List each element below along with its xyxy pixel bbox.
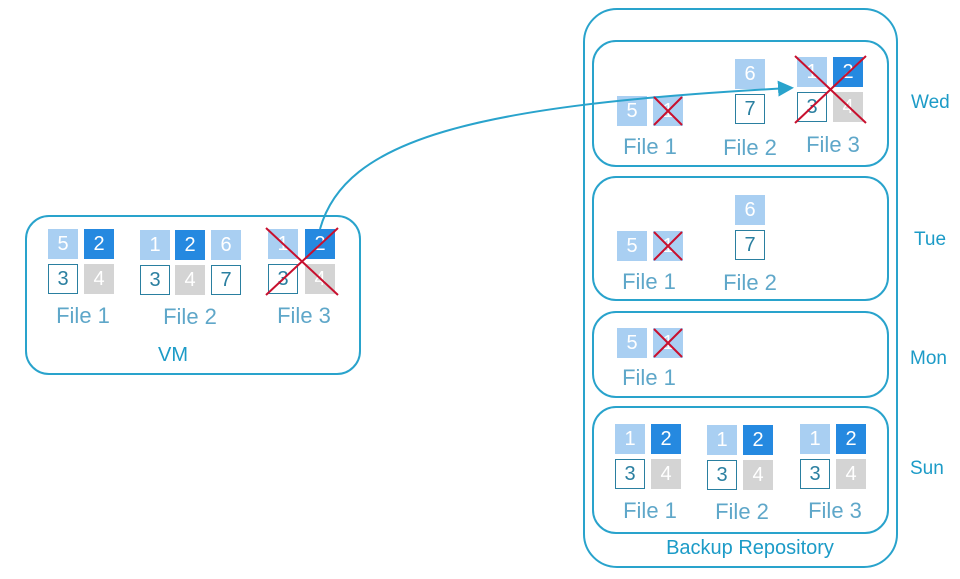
block: 3	[800, 459, 830, 489]
block: 6	[211, 230, 241, 260]
file-label: File 3	[277, 303, 331, 328]
block: 2	[743, 425, 773, 455]
block: 1	[653, 231, 683, 261]
block: 7	[735, 94, 765, 124]
block: 1	[653, 96, 683, 126]
day-box-mon	[592, 311, 889, 398]
block: 2	[175, 230, 205, 260]
block: 1	[140, 230, 170, 260]
file-label: File 1	[623, 134, 677, 159]
file-label: File 3	[806, 132, 860, 157]
block: 5	[617, 96, 647, 126]
vm-title: VM	[158, 344, 188, 366]
day-box-sun	[592, 406, 889, 534]
block: 2	[833, 57, 863, 87]
block: 1	[800, 424, 830, 454]
block: 1	[615, 424, 645, 454]
block: 2	[836, 424, 866, 454]
block: 4	[175, 265, 205, 295]
block: 4	[743, 460, 773, 490]
block: 3	[48, 264, 78, 294]
block: 4	[651, 459, 681, 489]
day-label-sun: Sun	[910, 458, 944, 479]
block: 3	[140, 265, 170, 295]
block: 3	[268, 264, 298, 294]
block: 5	[617, 328, 647, 358]
backup-repository-box	[583, 8, 898, 568]
block: 4	[836, 459, 866, 489]
file-label: File 1	[623, 498, 677, 523]
file-label: File 2	[163, 304, 217, 329]
block: 5	[617, 231, 647, 261]
block: 3	[615, 459, 645, 489]
file-label: File 2	[723, 135, 777, 160]
file-label: File 3	[808, 498, 862, 523]
file-label: File 2	[715, 499, 769, 524]
block: 6	[735, 195, 765, 225]
block: 3	[707, 460, 737, 490]
block: 2	[305, 229, 335, 259]
day-label-wed: Wed	[911, 92, 950, 113]
repository-title: Backup Repository	[666, 537, 834, 559]
file-label: File 1	[622, 269, 676, 294]
block: 4	[833, 92, 863, 122]
file-label: File 1	[622, 365, 676, 390]
block: 4	[84, 264, 114, 294]
block: 1	[707, 425, 737, 455]
file-label: File 2	[723, 270, 777, 295]
day-label-tue: Tue	[914, 229, 947, 250]
block: 3	[797, 92, 827, 122]
block: 2	[84, 229, 114, 259]
file-label: File 1	[56, 303, 110, 328]
vm-box	[25, 215, 361, 375]
block: 6	[735, 59, 765, 89]
block: 7	[211, 265, 241, 295]
block: 7	[735, 230, 765, 260]
block: 5	[48, 229, 78, 259]
block: 2	[651, 424, 681, 454]
block: 1	[797, 57, 827, 87]
block: 4	[305, 264, 335, 294]
block: 1	[653, 328, 683, 358]
block: 1	[268, 229, 298, 259]
day-label-mon: Mon	[910, 348, 947, 369]
